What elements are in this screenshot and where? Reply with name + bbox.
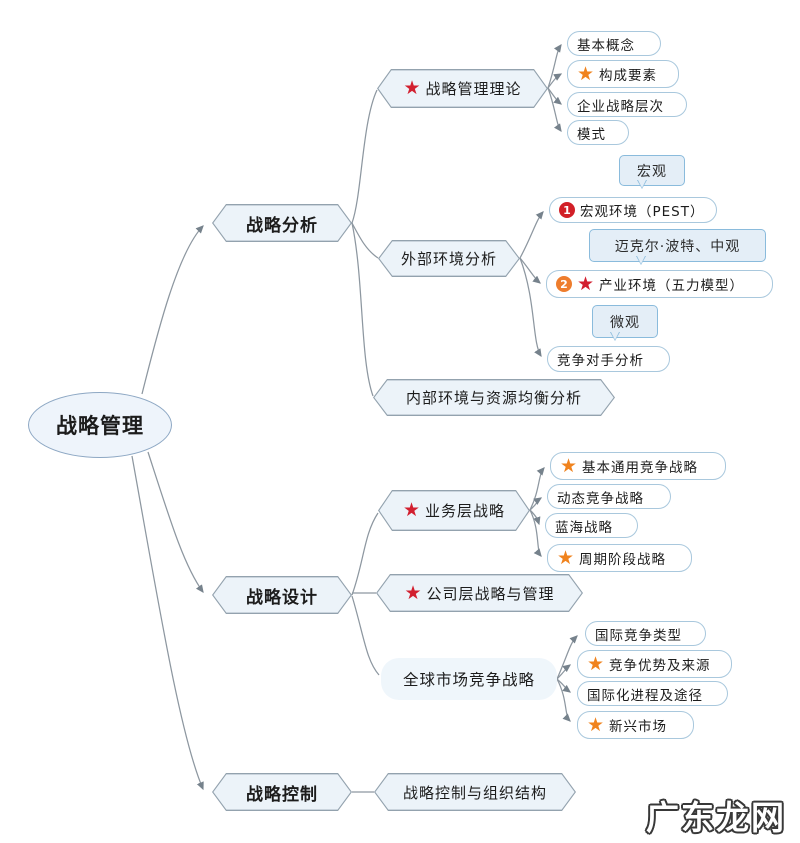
branch-label: 战略控制 xyxy=(246,784,318,805)
callout-label: 迈克尔·波特、中观 xyxy=(614,238,741,255)
badge-1-icon: 1 xyxy=(559,202,575,218)
topic-business-level-strategy[interactable]: ★ 业务层战略 xyxy=(378,490,530,531)
leaf-label: 蓝海战略 xyxy=(555,519,613,536)
topic-label: 外部环境分析 xyxy=(400,250,497,268)
leaf-basic-concepts[interactable]: 基本概念 xyxy=(567,31,661,56)
edge xyxy=(547,87,562,105)
leaf-generic-competitive-strategy[interactable]: ★ 基本通用竞争战略 xyxy=(550,452,726,480)
callout-label: 宏观 xyxy=(637,163,667,180)
leaf-constituent-elements[interactable]: ★ 构成要素 xyxy=(567,60,679,88)
leaf-macro-environment-pest[interactable]: 1 宏观环境（PEST） xyxy=(549,197,717,223)
leaf-dynamic-competitive-strategy[interactable]: 动态竞争战略 xyxy=(547,484,671,509)
topic-label: 内部环境与资源均衡分析 xyxy=(405,389,582,407)
leaf-patterns[interactable]: 模式 xyxy=(567,120,629,145)
leaf-label: 基本概念 xyxy=(577,37,635,54)
branch-strategy-control[interactable]: 战略控制 xyxy=(212,773,352,811)
edge xyxy=(351,512,379,596)
leaf-label: 动态竞争战略 xyxy=(557,490,644,507)
edge-root-design xyxy=(147,451,204,594)
badge-2-icon: 2 xyxy=(556,276,572,292)
topic-strategy-management-theory[interactable]: ★ 战略管理理论 xyxy=(377,69,548,108)
leaf-label: 周期阶段战略 xyxy=(579,552,667,568)
topic-strategy-control-org-structure[interactable]: 战略控制与组织结构 xyxy=(374,773,576,811)
red-star-icon: ★ xyxy=(402,499,421,521)
branch-strategy-design[interactable]: 战略设计 xyxy=(212,576,352,614)
leaf-label: 竞争优势及来源 xyxy=(609,658,711,674)
leaf-label: 基本通用竞争战略 xyxy=(582,460,699,476)
topic-internal-environment-resource-balance[interactable]: 内部环境与资源均衡分析 xyxy=(373,379,615,416)
branch-label: 战略设计 xyxy=(246,587,318,608)
red-star-icon: ★ xyxy=(403,77,421,99)
leaf-competitive-advantage-sources[interactable]: ★ 竞争优势及来源 xyxy=(577,650,732,678)
edge-root-control xyxy=(131,455,204,791)
edge xyxy=(519,211,544,259)
leaf-blue-ocean-strategy[interactable]: 蓝海战略 xyxy=(545,513,638,538)
leaf-label: 宏观环境（PEST） xyxy=(580,204,705,220)
leaf-label: 模式 xyxy=(577,126,606,143)
site-watermark: 广东龙网 xyxy=(646,798,786,837)
callout-label: 微观 xyxy=(610,314,640,331)
edge xyxy=(351,89,378,224)
edge xyxy=(547,73,563,89)
callout-micro: 微观 xyxy=(592,305,658,341)
edge xyxy=(529,467,545,511)
leaf-international-competition-types[interactable]: 国际竞争类型 xyxy=(585,621,706,646)
red-star-icon: ★ xyxy=(577,272,595,295)
edge xyxy=(529,497,543,511)
callout-michael-porter-meso: 迈克尔·波特、中观 xyxy=(589,229,766,265)
orange-star-icon: ★ xyxy=(587,713,605,736)
edge xyxy=(556,678,571,722)
topic-global-market-competition-strategy[interactable]: 全球市场竞争战略 xyxy=(381,658,557,700)
leaf-competitor-analysis[interactable]: 竞争对手分析 xyxy=(547,346,670,372)
topic-external-environment-analysis[interactable]: 外部环境分析 xyxy=(378,240,520,277)
leaf-label: 企业战略层次 xyxy=(577,98,664,115)
leaf-label: 新兴市场 xyxy=(609,719,668,735)
leaf-label: 产业环境（五力模型） xyxy=(599,278,745,294)
orange-star-icon: ★ xyxy=(577,62,595,85)
edge xyxy=(556,664,571,680)
leaf-label: 国际竞争类型 xyxy=(595,627,682,644)
edge xyxy=(351,222,379,259)
edge xyxy=(556,678,571,693)
topic-label: 全球市场竞争战略 xyxy=(402,671,535,689)
edge xyxy=(529,509,541,526)
branch-strategy-analysis[interactable]: 战略分析 xyxy=(212,204,352,242)
topic-label: 战略控制与组织结构 xyxy=(402,783,547,802)
leaf-internationalization-process-paths[interactable]: 国际化进程及途径 xyxy=(577,681,728,706)
topic-label: 战略管理理论 xyxy=(425,80,522,98)
root-node[interactable]: 战略管理 xyxy=(28,392,172,458)
root-label: 战略管理 xyxy=(56,414,144,438)
edge xyxy=(519,257,542,358)
leaf-label: 构成要素 xyxy=(599,68,658,84)
topic-label: 业务层战略 xyxy=(425,502,506,520)
leaf-enterprise-strategy-levels[interactable]: 企业战略层次 xyxy=(567,92,687,117)
branch-label: 战略分析 xyxy=(246,215,318,236)
topic-label: 公司层战略与管理 xyxy=(426,584,555,603)
orange-star-icon: ★ xyxy=(560,454,578,477)
callout-macro: 宏观 xyxy=(619,155,685,189)
edge xyxy=(547,87,562,133)
leaf-label: 竞争对手分析 xyxy=(557,353,644,369)
edge xyxy=(351,222,374,397)
leaf-emerging-markets[interactable]: ★ 新兴市场 xyxy=(577,711,694,739)
edge xyxy=(547,43,562,89)
edge-root-analysis xyxy=(141,225,204,395)
edge xyxy=(351,595,380,676)
leaf-industry-environment-five-forces[interactable]: 2 ★ 产业环境（五力模型） xyxy=(546,270,773,298)
red-star-icon: ★ xyxy=(404,581,422,604)
edge xyxy=(529,509,542,557)
orange-star-icon: ★ xyxy=(587,652,605,675)
leaf-cycle-stage-strategy[interactable]: ★ 周期阶段战略 xyxy=(547,544,692,572)
leaf-label: 国际化进程及途径 xyxy=(587,687,703,704)
edge xyxy=(556,635,578,680)
topic-corporate-level-strategy[interactable]: ★ 全球市场竞争战略 公司层战略与管理 xyxy=(376,574,583,612)
edge xyxy=(519,257,541,284)
orange-star-icon: ★ xyxy=(557,546,575,569)
